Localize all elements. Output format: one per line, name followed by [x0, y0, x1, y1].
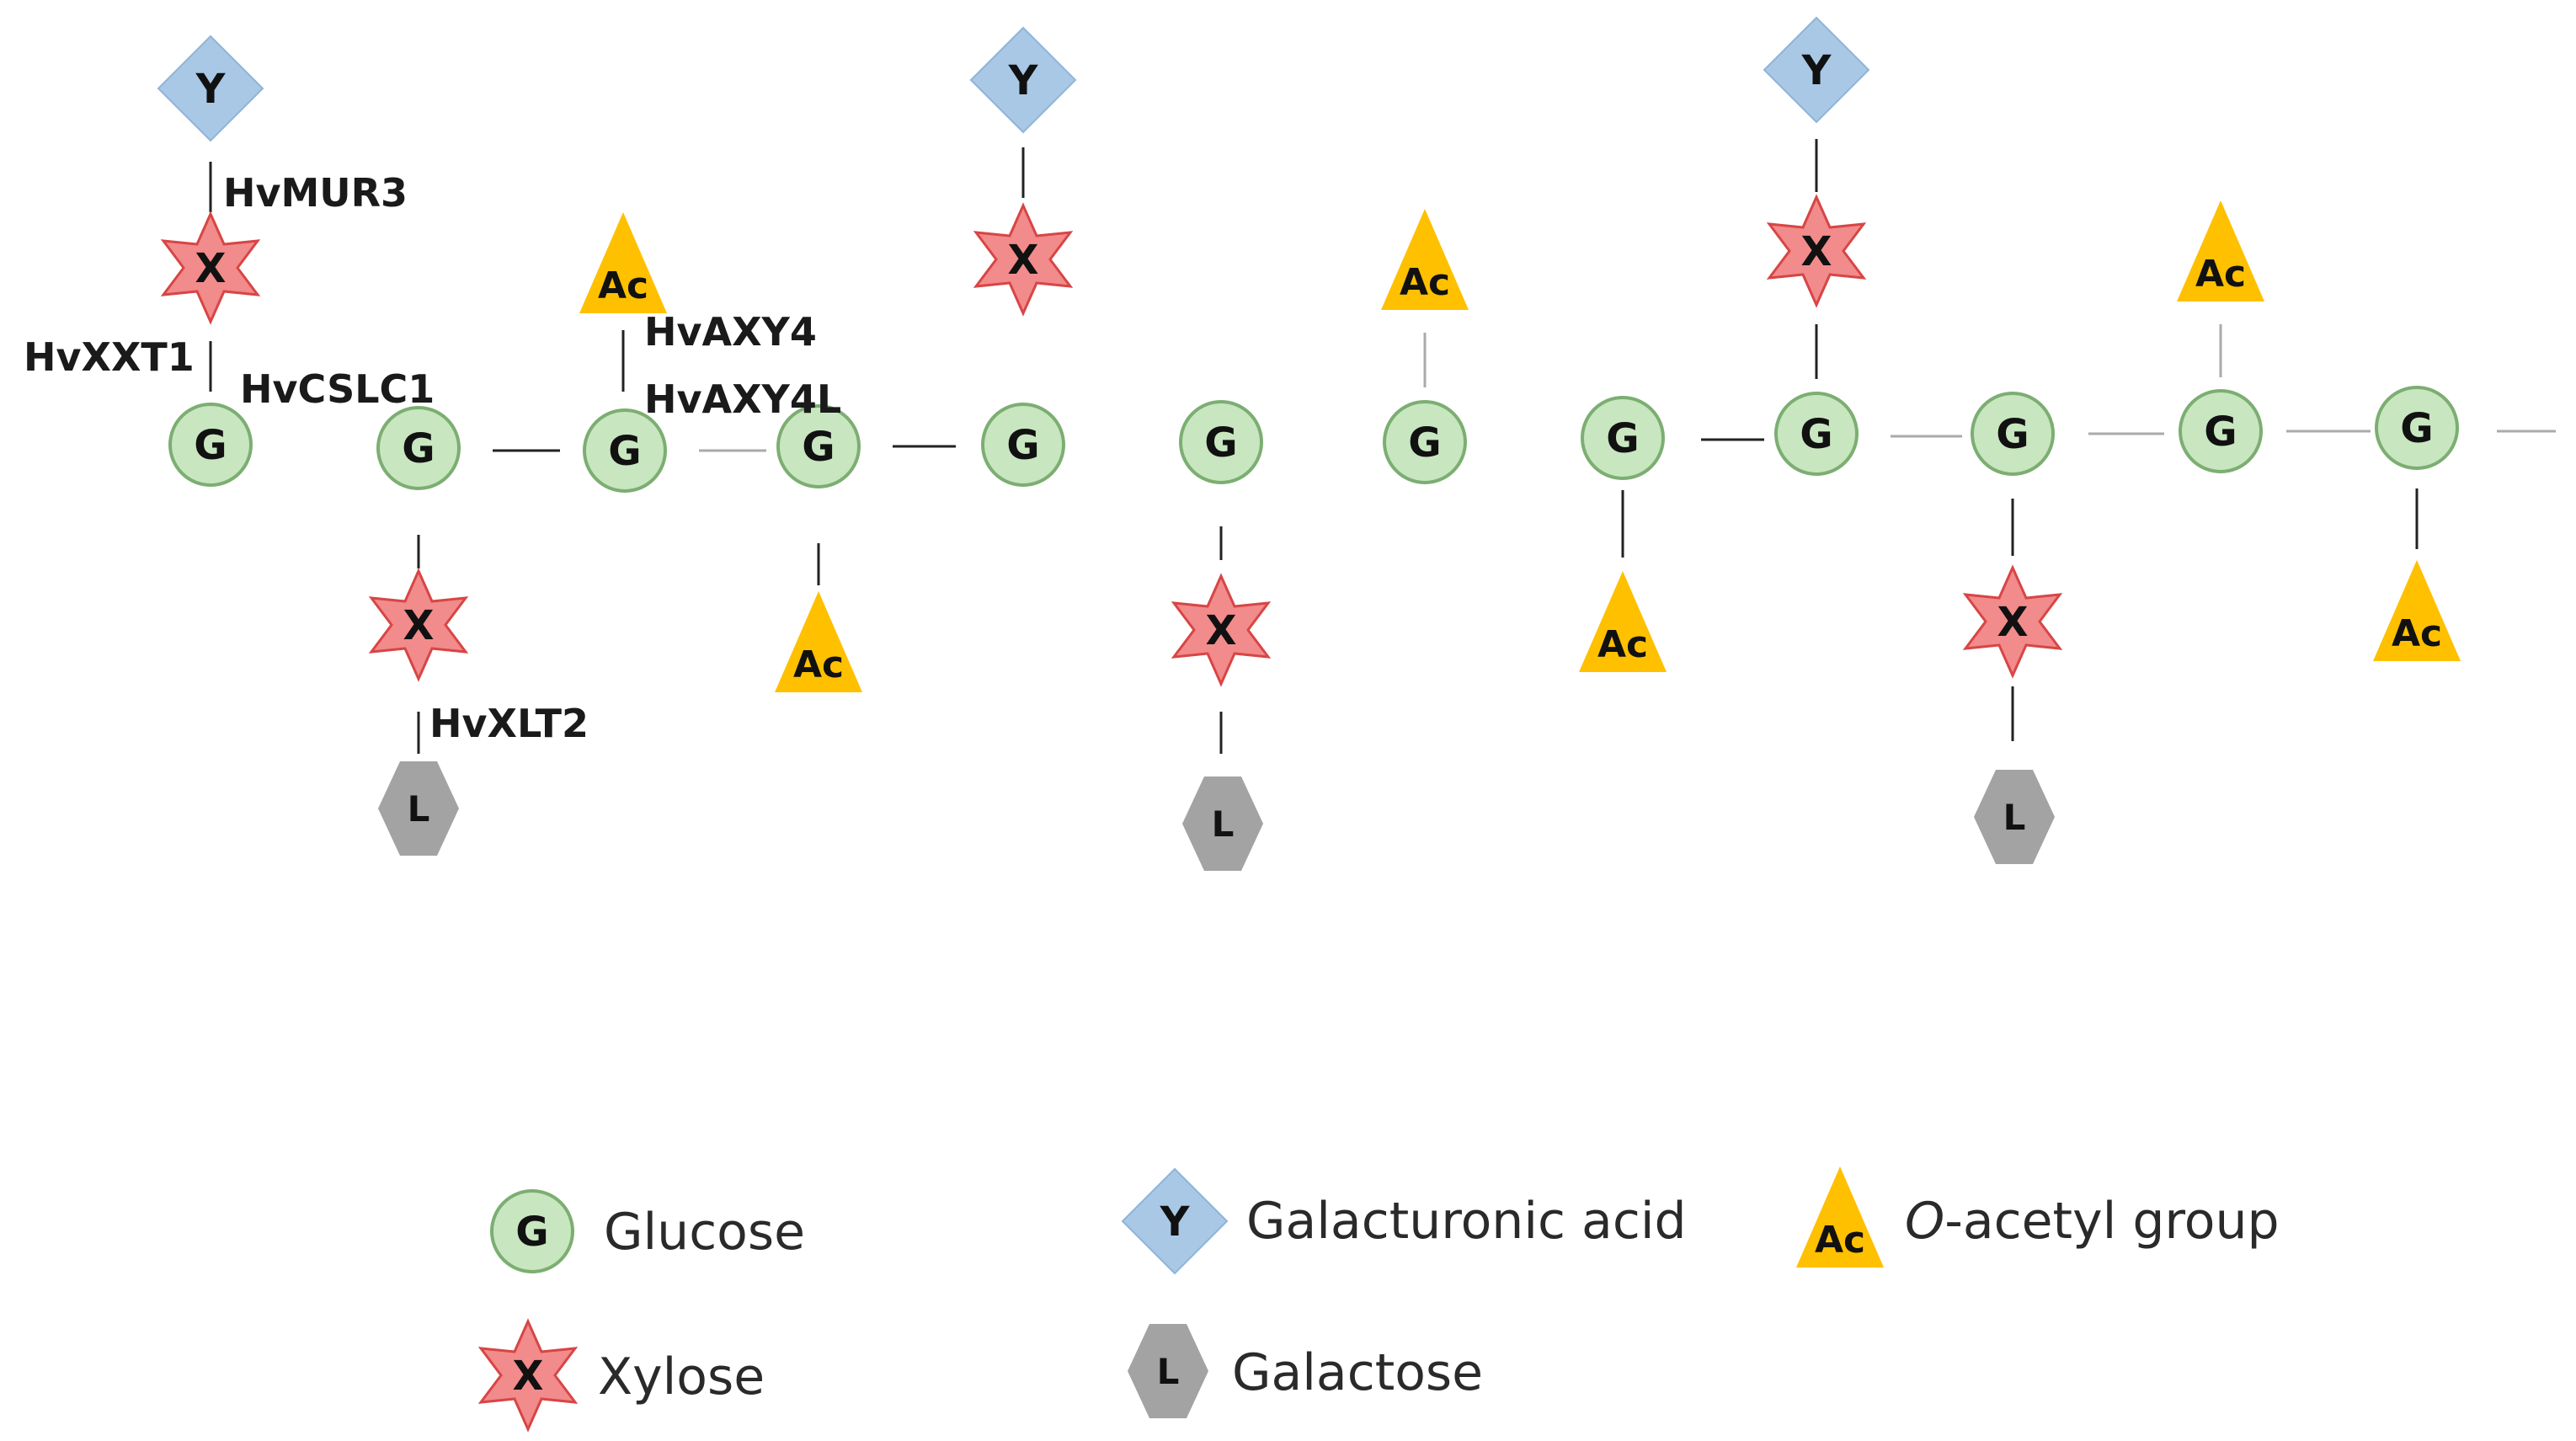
svg-text:G: G	[194, 422, 227, 469]
acetyl-node: Ac	[2373, 560, 2461, 661]
svg-text:Y: Y	[195, 66, 227, 113]
svg-text:Y: Y	[1160, 1198, 1191, 1246]
xylose-residues: X X X X X X	[162, 195, 2061, 686]
enzyme-label-axy4: HvAXY4	[644, 309, 817, 355]
glucose-node: G	[1179, 400, 1263, 484]
svg-text:Ac: Ac	[1597, 623, 1648, 666]
glucose-node: G	[583, 408, 667, 493]
enzyme-label-mur3: HvMUR3	[223, 170, 408, 216]
svg-text:G: G	[802, 424, 835, 471]
galacturonic-acid-node: Y	[157, 35, 264, 141]
legend: G Glucose Y Galacturonic acid Ac O-acety…	[479, 1166, 2280, 1431]
svg-text:L: L	[1157, 1351, 1180, 1392]
galactose-residues: L L L	[378, 761, 2055, 871]
legend-glucose-icon: G	[490, 1189, 574, 1273]
acetyl-node: Ac	[579, 212, 667, 313]
enzyme-label-axy4l: HvAXY4L	[644, 376, 841, 422]
acetyl-node: Ac	[1381, 209, 1469, 310]
glucose-node: G	[2179, 389, 2263, 473]
xylose-node: X	[162, 212, 259, 323]
svg-text:G: G	[1204, 419, 1237, 467]
svg-text:Y: Y	[1801, 47, 1832, 94]
glucose-node: G	[1383, 400, 1467, 484]
glucose-node: G	[981, 403, 1065, 487]
galactose-node: L	[1182, 777, 1263, 871]
svg-text:X: X	[1800, 228, 1832, 275]
svg-text:G: G	[1006, 422, 1039, 469]
branch-links	[209, 139, 2419, 754]
legend-acetyl-icon: Ac	[1796, 1166, 1884, 1268]
galacturonic-acid-node: Y	[1763, 17, 1869, 123]
legend-item-glucose: G Glucose	[490, 1189, 805, 1273]
xylose-node: X	[1172, 574, 1270, 686]
glucose-node: G	[1774, 392, 1859, 476]
acetyl-groups: Ac Ac Ac Ac Ac Ac	[579, 200, 2461, 692]
legend-label-glucose: Glucose	[604, 1203, 805, 1262]
legend-item-galactose: L Galactose	[1128, 1324, 1483, 1418]
svg-text:Ac: Ac	[598, 264, 648, 307]
svg-text:Ac: Ac	[1815, 1219, 1865, 1262]
legend-label-galactose: Galactose	[1232, 1343, 1483, 1402]
xylose-node: X	[1768, 195, 1865, 307]
legend-item-galacturonic-acid: Y Galacturonic acid	[1122, 1168, 1687, 1274]
svg-text:G: G	[515, 1209, 548, 1256]
legend-item-xylose: X Xylose	[479, 1320, 765, 1431]
legend-xylose-icon: X	[479, 1320, 577, 1431]
enzyme-labels: HvMUR3 HvXXT1 HvCSLC1 HvAXY4 HvAXY4L HvX…	[24, 170, 841, 746]
svg-text:G: G	[2204, 408, 2237, 456]
galacturonic-acid-node: Y	[970, 27, 1076, 133]
svg-text:G: G	[2400, 405, 2433, 452]
svg-text:L: L	[1212, 803, 1235, 845]
glucose-residues: G G G G G G G G G G G G	[168, 386, 2459, 493]
enzyme-label-xxt1: HvXXT1	[24, 334, 195, 380]
acetyl-node: Ac	[1579, 571, 1667, 672]
svg-text:Ac: Ac	[1400, 261, 1450, 304]
legend-galactose-icon: L	[1128, 1324, 1208, 1418]
svg-text:X: X	[403, 602, 434, 649]
legend-label-acetyl: O-acetyl group	[1905, 1192, 2280, 1251]
acetyl-node: Ac	[2177, 200, 2264, 302]
svg-text:G: G	[1800, 411, 1832, 458]
glucose-node: G	[1581, 396, 1665, 480]
svg-text:L: L	[2003, 797, 2026, 838]
backbone-links	[493, 430, 2556, 452]
svg-text:Ac: Ac	[2392, 612, 2442, 655]
svg-text:Y: Y	[1008, 57, 1039, 104]
svg-text:G: G	[1606, 415, 1639, 462]
svg-text:G: G	[608, 428, 641, 475]
xylose-node: X	[974, 204, 1072, 315]
xylose-node: X	[370, 569, 467, 680]
svg-text:G: G	[402, 425, 435, 472]
galactose-node: L	[378, 761, 459, 856]
svg-text:G: G	[1408, 419, 1441, 467]
legend-item-acetyl: Ac O-acetyl group	[1796, 1166, 2280, 1268]
enzyme-label-xlt2: HvXLT2	[429, 701, 589, 746]
svg-text:Ac: Ac	[2195, 253, 2246, 296]
xylose-node: X	[1964, 566, 2061, 677]
svg-text:G: G	[1996, 411, 2029, 458]
glucose-node: G	[2375, 386, 2459, 470]
legend-label-galacturonic-acid: Galacturonic acid	[1246, 1192, 1687, 1251]
legend-label-xylose: Xylose	[598, 1348, 765, 1406]
svg-text:X: X	[1997, 599, 2028, 646]
glucose-node: G	[168, 403, 253, 487]
svg-text:X: X	[1205, 607, 1236, 654]
galacturonic-acid-residues: Y Y Y	[157, 17, 1869, 141]
legend-galacturonic-acid-icon: Y	[1122, 1168, 1228, 1274]
enzyme-label-cslc1: HvCSLC1	[240, 366, 435, 412]
svg-text:X: X	[512, 1353, 543, 1400]
glucose-node: G	[1971, 392, 2055, 476]
glucose-node: G	[776, 404, 861, 488]
galactose-node: L	[1974, 770, 2055, 864]
svg-text:Ac: Ac	[793, 643, 844, 686]
svg-text:X: X	[195, 245, 226, 292]
glucose-node: G	[376, 406, 461, 490]
svg-text:L: L	[408, 788, 430, 830]
svg-text:X: X	[1007, 237, 1038, 284]
acetyl-node: Ac	[775, 591, 862, 692]
